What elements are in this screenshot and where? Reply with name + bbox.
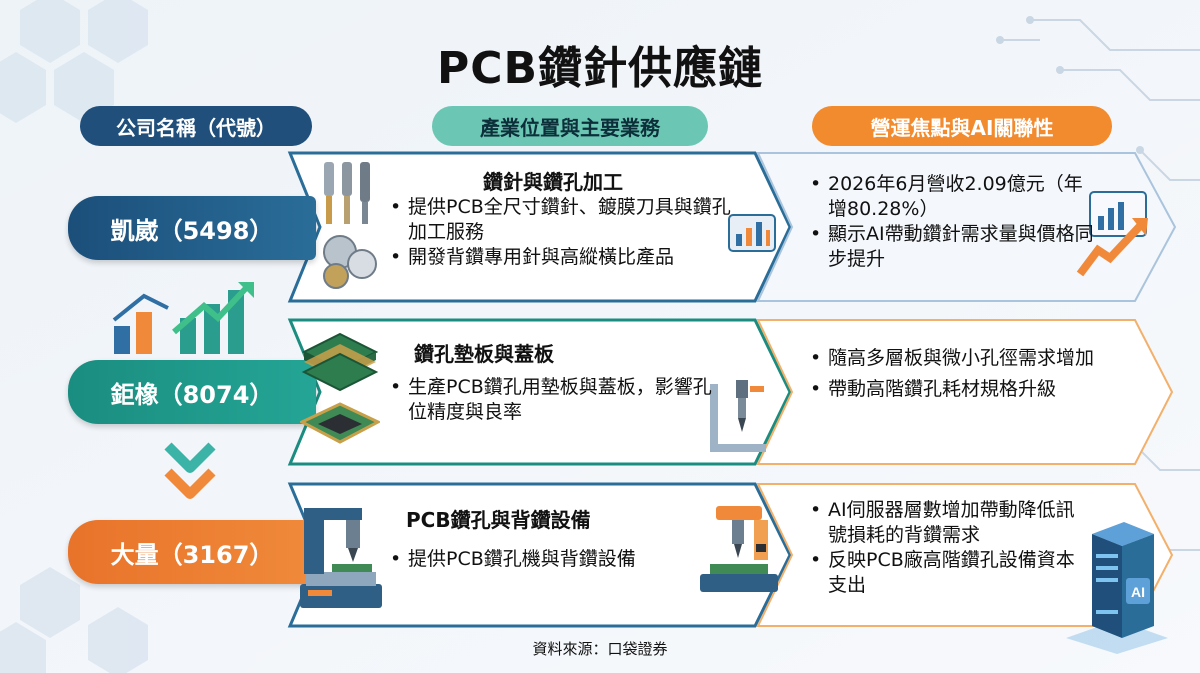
svg-text:AI: AI <box>1131 584 1145 600</box>
chart-board-icon <box>728 214 776 252</box>
growth-chart-icon <box>112 282 254 354</box>
company-kaiwei: 凱崴（5498） <box>68 196 316 260</box>
row-3-focus-point-2: 反映PCB廠高階鑽孔設備資本支出 <box>808 548 1078 598</box>
row-2-focus-point-2: 帶動高階鑽孔耗材規格升級 <box>808 377 1108 402</box>
cnc-robot-icon <box>700 506 778 592</box>
row-3-focus-point-1: AI伺服器層數增加帶動降低訊號損耗的背鑽需求 <box>808 498 1078 548</box>
company-daliang: 大量（3167） <box>68 520 316 584</box>
row-3-business: PCB鑽孔與背鑽設備 提供PCB鑽孔機與背鑽設備 <box>388 508 708 572</box>
row-3-business-title: PCB鑽孔與背鑽設備 <box>406 508 591 532</box>
row-1-focus: 2026年6月營收2.09億元（年增80.28%） 顯示AI帶動鑽針需求量與價格… <box>808 172 1100 272</box>
ai-server-icon: AI <box>1066 522 1168 654</box>
drilling-machine-icon <box>300 508 382 608</box>
row-2-business-point-1: 生產PCB鑽孔用墊板與蓋板，影響孔位精度與良率 <box>388 375 718 425</box>
row-1-focus-point-1: 2026年6月營收2.09億元（年增80.28%） <box>808 172 1100 222</box>
company-juxiang: 鉅橡（8074） <box>68 360 316 424</box>
row-1-business-point-1: 提供PCB全尺寸鑽針、鍍膜刀具與鑽孔加工服務 <box>388 195 738 245</box>
drill-bits-icon <box>323 162 377 289</box>
source-note: 資料來源：口袋證券 <box>532 640 668 658</box>
chevron-down-icon <box>164 442 216 499</box>
header-company: 公司名稱（代號） <box>80 106 312 146</box>
header-focus: 營運焦點與AI關聯性 <box>812 106 1112 146</box>
row-1-business-point-2: 開發背鑽專用針與高縱橫比產品 <box>388 245 738 270</box>
row-1-focus-point-2: 顯示AI帶動鑽針需求量與價格同步提升 <box>808 222 1100 272</box>
row-2-focus-point-1: 隨高多層板與微小孔徑需求增加 <box>808 346 1108 371</box>
row-2-business-title: 鑽孔墊板與蓋板 <box>414 342 554 366</box>
row-1-business: 鑽針與鑽孔加工 提供PCB全尺寸鑽針、鍍膜刀具與鑽孔加工服務 開發背鑽專用針與高… <box>388 170 738 270</box>
page-title: PCB鑽針供應鏈 <box>436 43 764 94</box>
row-1-business-title: 鑽針與鑽孔加工 <box>483 170 623 194</box>
row-2-business: 鑽孔墊板與蓋板 生產PCB鑽孔用墊板與蓋板，影響孔位精度與良率 <box>388 342 718 425</box>
row-2-focus: 隨高多層板與微小孔徑需求增加 帶動高階鑽孔耗材規格升級 <box>808 346 1108 402</box>
circuit-board-icon <box>300 332 380 444</box>
header-business: 產業位置與主要業務 <box>432 106 708 146</box>
row-3-business-point-1: 提供PCB鑽孔機與背鑽設備 <box>388 547 708 572</box>
row-3-focus: AI伺服器層數增加帶動降低訊號損耗的背鑽需求 反映PCB廠高階鑽孔設備資本支出 <box>808 498 1078 598</box>
